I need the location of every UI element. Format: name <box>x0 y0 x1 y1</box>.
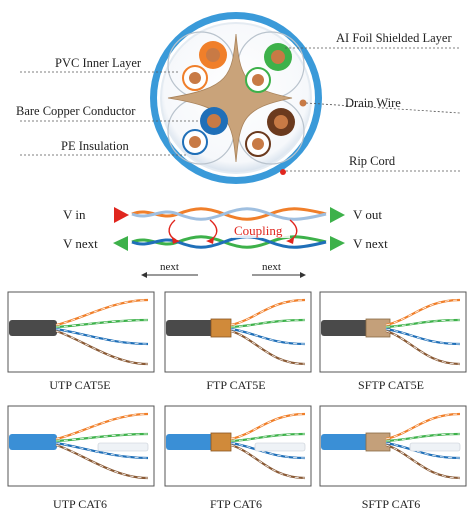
caption-utp-cat5e: UTP CAT5E <box>49 378 110 392</box>
cable-wire-stripe <box>230 328 306 345</box>
cable-cross-section <box>150 12 322 184</box>
label-pe-insulation: PE Insulation <box>61 139 129 153</box>
caption-ftp-cat5e: FTP CAT5E <box>206 378 265 392</box>
cable-wire-stripe <box>55 328 149 345</box>
brown-pair <box>245 108 295 157</box>
cable-wire-stripe <box>385 328 461 345</box>
v-in-arrow <box>114 207 129 223</box>
cable-wire-stripe <box>385 433 461 442</box>
cable-wire-stripe <box>385 444 461 479</box>
cable-wire <box>230 412 306 441</box>
v-out-arrow <box>330 207 345 223</box>
cable-wire-stripe <box>55 330 149 365</box>
label-rip-cord: Rip Cord <box>349 154 396 168</box>
cross-separator <box>254 442 306 452</box>
cross-separator <box>97 442 149 452</box>
label-bare-copper-conductor: Bare Copper Conductor <box>16 104 136 118</box>
cable-wire <box>385 298 461 327</box>
v-next-left-label: V next <box>63 236 98 251</box>
cable-jacket <box>166 434 214 450</box>
rip-cord <box>280 169 286 175</box>
cable-jacket <box>321 434 369 450</box>
blue-pair <box>182 107 228 155</box>
cable-jacket <box>166 320 214 336</box>
v-next-right-label: V next <box>353 236 388 251</box>
foil-shield <box>210 432 232 452</box>
cable-wire-stripe <box>55 299 149 326</box>
cable-wire-stripe <box>230 444 306 479</box>
cable-panel <box>319 405 467 487</box>
cable-wire-stripe <box>385 442 461 459</box>
cable-panel <box>164 291 312 373</box>
cable-panel <box>319 291 467 373</box>
caption-ftp-cat6: FTP CAT6 <box>210 497 262 511</box>
v-out-label: V out <box>353 207 382 222</box>
next-left-label: next <box>160 261 179 273</box>
cable-wire-stripe <box>55 413 149 440</box>
v-in-label: V in <box>63 207 86 222</box>
twisted-pair-bottom <box>131 235 327 249</box>
braid-shield <box>365 318 391 338</box>
v-next-left-arrow <box>113 236 128 251</box>
next-left-arrowhead <box>141 272 147 278</box>
cable-wire <box>385 412 461 441</box>
cable-jacket <box>321 320 369 336</box>
cable-wire-stripe <box>230 433 306 442</box>
cable-wire <box>230 298 306 327</box>
next-right-label: next <box>262 261 281 273</box>
twisted-pair-top <box>131 207 327 221</box>
label-foil-shielded-layer: AI Foil Shielded Layer <box>336 31 452 45</box>
coupling-label: Coupling <box>234 223 283 238</box>
cable-jacket <box>9 320 57 336</box>
cable-panel <box>7 291 155 373</box>
cable-wire-stripe <box>385 330 461 365</box>
v-next-right-arrow <box>330 236 345 251</box>
cable-wire-stripe <box>385 319 461 328</box>
label-drain-wire: Drain Wire <box>345 96 401 110</box>
cable-wire-stripe <box>230 319 306 328</box>
callout-lines <box>20 47 461 172</box>
next-right-arrowhead <box>300 272 306 278</box>
caption-utp-cat6: UTP CAT6 <box>53 497 107 511</box>
cross-separator <box>409 442 461 452</box>
drain-wire <box>299 99 307 107</box>
cable-grid <box>7 291 467 487</box>
caption-sftp-cat5e: SFTP CAT5E <box>358 378 424 392</box>
foil-shield <box>210 318 232 338</box>
braid-shield <box>365 432 391 452</box>
cable-panel <box>7 405 155 487</box>
cable-jacket <box>9 434 57 450</box>
caption-sftp-cat6: SFTP CAT6 <box>362 497 421 511</box>
coupling-arrowheads <box>172 238 294 244</box>
cable-panel <box>164 405 312 487</box>
cable-wire-stripe <box>55 319 149 328</box>
cable-wire-stripe <box>55 444 149 479</box>
cable-wire-stripe <box>55 433 149 442</box>
signal-diagram: V in V next V out V next Coupli <box>63 207 388 278</box>
green-pair <box>245 43 292 93</box>
cable-wire-stripe <box>55 442 149 459</box>
cable-wire-stripe <box>230 330 306 365</box>
label-pvc-inner-layer: PVC Inner Layer <box>55 56 142 70</box>
cable-wire-stripe <box>230 442 306 459</box>
orange-pair <box>182 41 227 91</box>
